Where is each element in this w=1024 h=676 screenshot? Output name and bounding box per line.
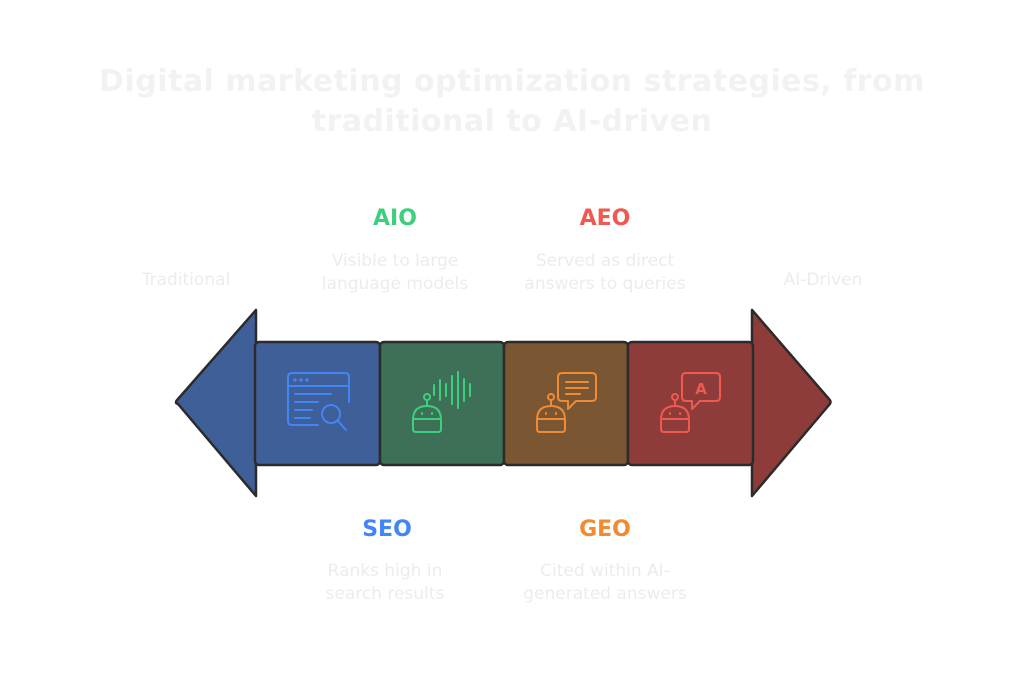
stage-desc-aeo-line-2: answers to queries xyxy=(524,274,686,294)
title-line-1: Digital marketing optimization strategie… xyxy=(99,64,925,99)
stage-name-geo: GEO xyxy=(579,517,631,542)
stage-desc-aio-line-2: language models xyxy=(321,274,469,294)
stage-desc-seo: Ranks high in search results xyxy=(275,560,495,606)
stage-desc-seo-line-2: search results xyxy=(325,584,445,604)
stage-desc-aio-line-1: Visible to large xyxy=(331,251,459,271)
stage-desc-geo: Cited within AI- generated answers xyxy=(495,560,715,606)
stage-desc-aeo: Served as direct answers to queries xyxy=(495,250,715,296)
segment-aio xyxy=(378,340,506,467)
diagram-title: Digital marketing optimization strategie… xyxy=(0,62,1024,142)
segment-seo xyxy=(253,340,382,467)
stage-desc-geo-line-2: generated answers xyxy=(523,584,687,604)
right-arrowhead xyxy=(750,308,832,498)
pole-label-traditional: Traditional xyxy=(141,270,231,290)
robot-voice-icon xyxy=(412,371,471,433)
stage-desc-geo-line-1: Cited within AI- xyxy=(540,561,670,581)
segment-aeo xyxy=(502,340,630,467)
title-line-2: traditional to AI-driven xyxy=(311,104,713,139)
stage-desc-aio: Visible to large language models xyxy=(285,250,505,296)
segment-geo xyxy=(626,340,755,467)
stage-name-aio: AIO xyxy=(373,206,417,231)
search-results-icon xyxy=(287,372,350,431)
stage-name-seo: SEO xyxy=(362,517,412,542)
stage-desc-aeo-line-1: Served as direct xyxy=(535,251,675,271)
robot-chat-icon xyxy=(536,372,597,433)
left-arrowhead xyxy=(174,308,258,498)
stage-name-aeo: AEO xyxy=(579,206,631,231)
answer-letter-glyph: A xyxy=(695,380,707,398)
robot-answer-icon xyxy=(660,372,721,433)
stage-desc-seo-line-1: Ranks high in xyxy=(327,561,443,581)
pole-label-ai-driven: AI-Driven xyxy=(783,270,863,290)
